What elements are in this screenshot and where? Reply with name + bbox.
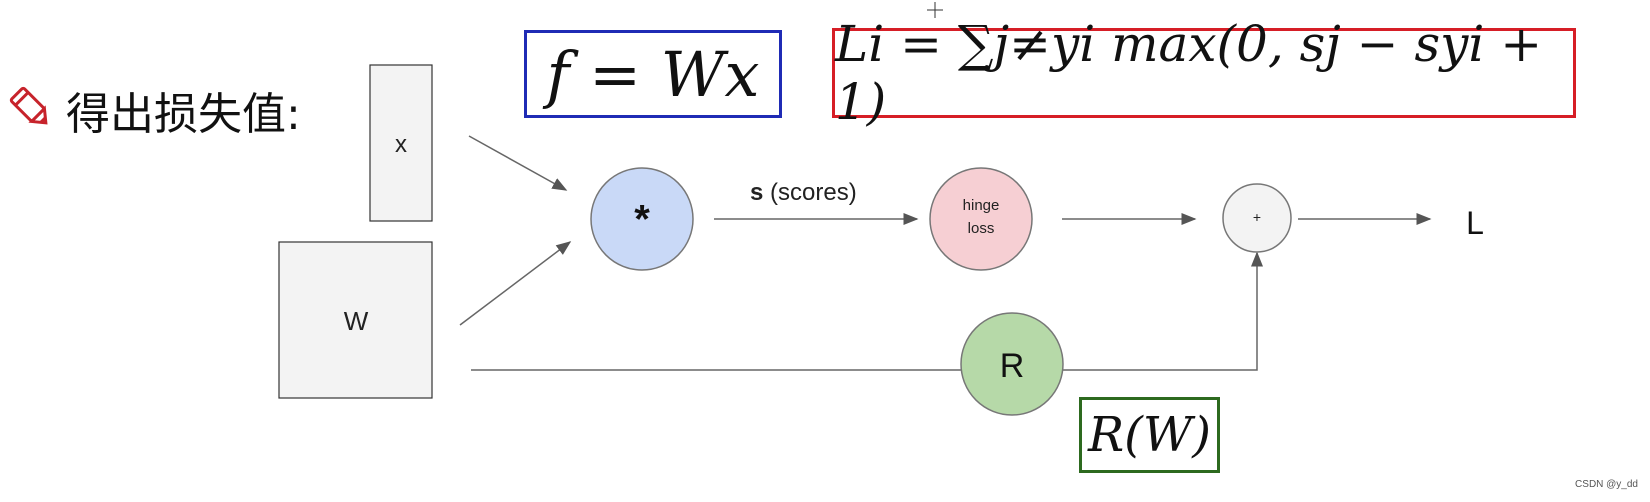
input-x-label: x (395, 131, 407, 158)
loss-formula-text: Li = ∑j≠yi max(0, sj − syi + 1) (835, 15, 1543, 131)
pencil-icon (8, 85, 54, 135)
edge-w-to-multiply (459, 241, 572, 326)
score-function-formula: f = Wx (524, 30, 782, 118)
weights-w-label: W (344, 306, 369, 336)
regularization-formula: R(W) (1079, 397, 1220, 473)
edge-R-to-add (1063, 251, 1263, 371)
weights-w-box: W (278, 241, 433, 399)
hinge-label-line2: loss (968, 220, 995, 237)
input-x-box: x (369, 64, 433, 222)
crosshair-cursor-icon (927, 2, 943, 18)
hinge-label-line1: hinge (963, 197, 1000, 214)
scores-label-s: s (750, 179, 763, 206)
regularization-node: R (960, 312, 1064, 416)
hinge-loss-formula: Li = ∑j≠yi max(0, sj − syi + 1) (832, 15, 1576, 131)
add-symbol: + (1253, 209, 1261, 225)
multiply-node: * (590, 167, 694, 271)
output-L-label: L (1466, 205, 1484, 241)
score-formula-text: f = Wx (546, 37, 760, 111)
add-node: + (1222, 183, 1292, 253)
reg-formula-text: R(W) (1088, 407, 1211, 463)
heading: 得出损失值: (8, 78, 301, 142)
hinge-loss-node: hinge loss (929, 167, 1033, 271)
edge-x-to-multiply (468, 135, 568, 191)
multiply-symbol: * (634, 198, 650, 242)
regularization-label: R (1000, 347, 1025, 385)
scores-label: s (scores) (750, 179, 857, 206)
watermark: CSDN @y_dd (1575, 479, 1638, 490)
scores-label-rest: (scores) (763, 179, 856, 206)
heading-text: 得出损失值: (66, 89, 301, 140)
